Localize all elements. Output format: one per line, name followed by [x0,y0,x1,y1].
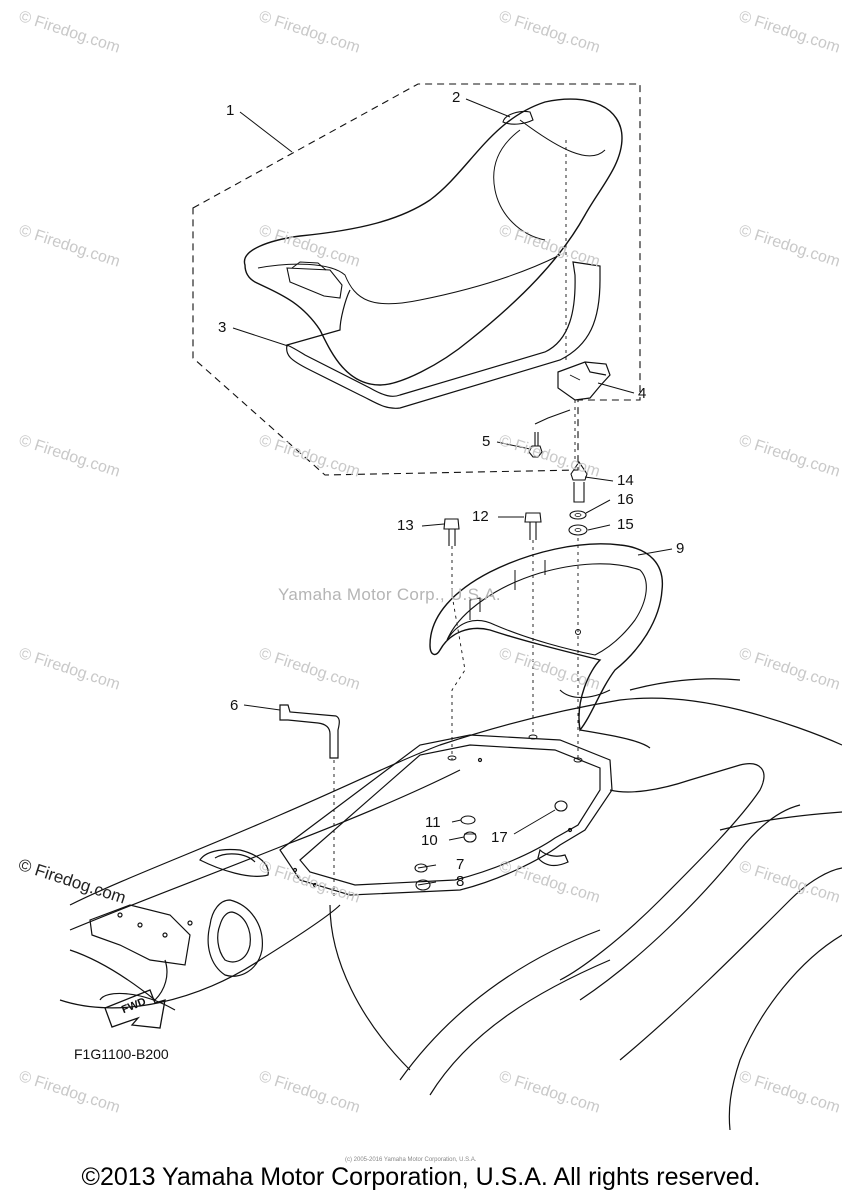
washer-16 [569,510,587,520]
callout-8: 8 [456,873,465,890]
nut-7 [414,863,428,873]
callout-13: 13 [397,517,414,534]
seat-seal [285,261,601,409]
grab-handle [429,543,664,732]
callout-10: 10 [421,832,438,849]
hull-deck [59,678,842,1131]
callout-1: 1 [226,102,235,119]
fwd-arrow [104,989,166,1029]
nut-10 [463,831,477,843]
center-watermark: Yamaha Motor Corp., U.S.A. [278,585,501,604]
hose-6 [279,704,340,759]
callout-11: 11 [425,814,441,831]
leader-lines [232,98,673,886]
callout-12: 12 [472,508,489,525]
bolt-12 [524,512,542,540]
nut-8 [415,879,431,891]
small-print: (c) 2005-2016 Yamaha Motor Corporation, … [345,1157,477,1163]
callout-4: 4 [638,385,647,402]
seat-assembly-enclosure [192,83,641,476]
callout-5: 5 [482,433,491,450]
copyright-notice: ©2013 Yamaha Motor Corporation, U.S.A. A… [81,1163,761,1191]
callout-7: 7 [456,856,465,873]
callout-6: 6 [230,697,239,714]
callout-15: 15 [617,516,634,533]
callout-2: 2 [452,89,461,106]
callout-16: 16 [617,491,634,508]
callout-17: 17 [491,829,508,846]
callout-3: 3 [218,319,227,336]
seat-bracket [557,361,611,401]
bolt-13 [443,518,460,546]
grommet-11 [460,815,476,825]
grommet-17 [554,800,568,812]
bolt-5 [528,409,571,458]
callout-14: 14 [617,472,634,489]
diagram-code: F1G1100-B200 [74,1046,169,1062]
seat [243,98,623,386]
washer-15 [568,524,588,536]
callout-9: 9 [676,540,685,557]
